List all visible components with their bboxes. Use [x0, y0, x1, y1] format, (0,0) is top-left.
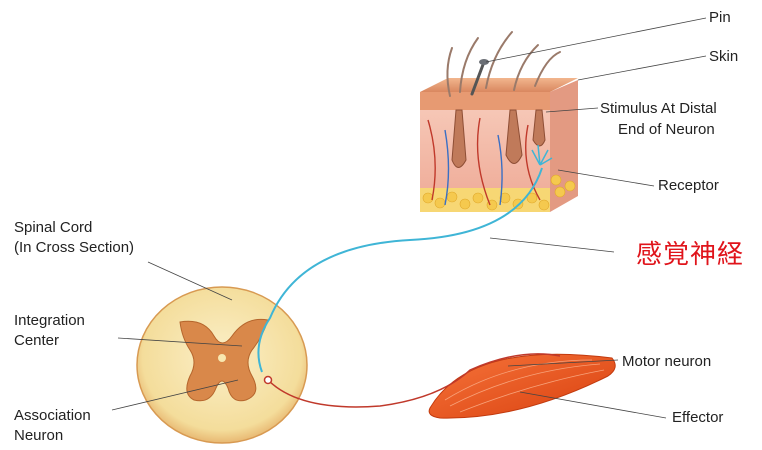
label-skin: Skin	[709, 47, 738, 66]
skin-top-face	[420, 78, 578, 92]
association-neuron-dot	[265, 377, 272, 384]
label-receptor: Receptor	[658, 176, 719, 195]
muscle-body	[429, 354, 615, 418]
label-association-line2: Neuron	[14, 426, 63, 445]
leader-sensory	[490, 238, 614, 252]
spinal-cord	[137, 287, 307, 443]
skin-epidermis	[420, 92, 550, 110]
label-spinal-cord-line2: (In Cross Section)	[14, 238, 134, 257]
label-spinal-cord-line1: Spinal Cord	[14, 218, 92, 237]
leader-skin	[578, 56, 706, 80]
label-motor-neuron: Motor neuron	[622, 352, 711, 371]
label-stimulus-line1: Stimulus At Distal	[600, 99, 717, 118]
label-effector: Effector	[672, 408, 723, 427]
label-stimulus-line2: End of Neuron	[618, 120, 715, 139]
label-integration-line2: Center	[14, 331, 59, 350]
label-sensory-nerve: 感覚神経	[636, 240, 744, 270]
muscle-effector	[429, 354, 615, 418]
leader-pin	[486, 18, 706, 62]
label-association-line1: Association	[14, 406, 91, 425]
central-canal	[218, 354, 226, 362]
label-integration-line1: Integration	[14, 311, 85, 330]
leader-effector	[520, 392, 666, 418]
label-pin: Pin	[709, 8, 731, 27]
